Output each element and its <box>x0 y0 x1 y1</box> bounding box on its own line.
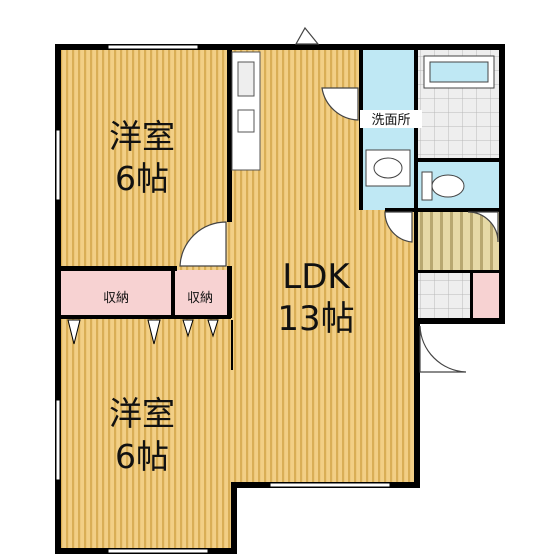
western-room-bottom-name: 洋室 <box>109 394 175 433</box>
inner-walls <box>61 50 500 320</box>
closet-door-marks <box>67 319 219 345</box>
wash-basin <box>365 149 411 187</box>
storage-left-floor <box>61 270 171 318</box>
toilet <box>421 171 465 201</box>
western-room-bottom-floor <box>61 318 231 548</box>
entrance-floor <box>418 272 473 320</box>
washroom-label: 洗面所 <box>371 113 410 128</box>
western-room-top-name: 洋室 <box>109 117 175 156</box>
washroom-label-bg <box>360 110 422 128</box>
western-room-top-size: 6帖 <box>115 159 169 198</box>
storage-right-label: 収納 <box>187 291 213 306</box>
kitchen-counter <box>231 51 261 171</box>
stair-area <box>418 212 500 272</box>
storage-right-floor <box>175 270 227 318</box>
entrance-closet <box>473 272 500 320</box>
windows <box>55 44 391 554</box>
storage-left-label: 収納 <box>103 291 129 306</box>
bathtub <box>423 55 495 89</box>
doors <box>179 26 499 373</box>
ldk-size: 13帖 <box>277 299 354 339</box>
western-room-bottom-size: 6帖 <box>115 437 169 476</box>
ldk-name: LDK <box>282 257 351 297</box>
